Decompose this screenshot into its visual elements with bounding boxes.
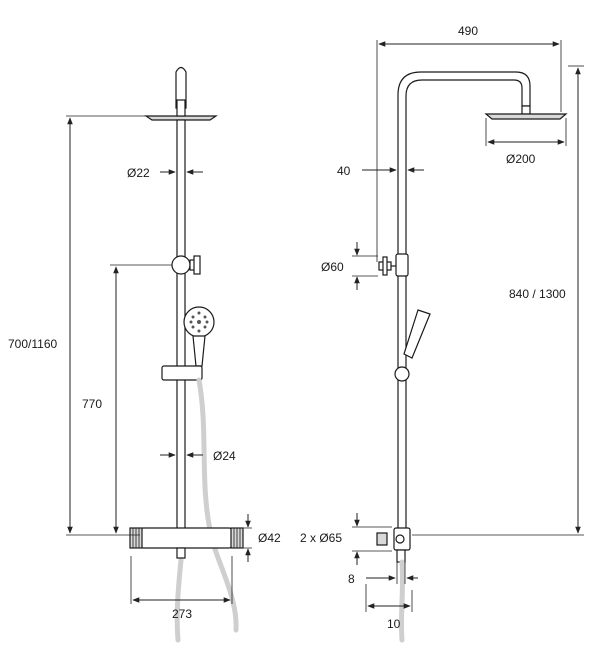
front-head-shower [144,115,218,121]
front-d24-label: Ø24 [213,449,236,463]
front-diverter [171,255,191,275]
side-8-label: 8 [348,572,355,586]
front-diverter-handle [193,255,201,275]
front-mixer-outlet [176,547,186,559]
front-hand-shower-handle [192,335,206,367]
front-d22-label: Ø22 [127,166,150,180]
side-hand-shower [403,309,431,359]
front-hand-shower-nozzles [189,311,209,333]
side-head-shower [484,113,568,120]
front-slide-bracket [161,365,203,381]
side-490-label: 490 [458,24,478,38]
front-riser-top [175,66,187,109]
side-10-label: 10 [387,617,401,631]
front-height-label: 700/1160 [8,337,57,351]
side-mixer-knob [395,534,405,544]
side-view: 490 Ø200 40 Ø60 840 / 1300 2 x Ø65 8 [300,24,584,643]
front-head-connector [176,99,186,117]
front-hose [196,377,239,633]
side-d65-label: 2 x Ø65 [300,531,342,545]
side-head-connector [521,105,531,115]
side-height-label: 840 / 1300 [509,287,566,301]
side-hose [398,559,406,643]
front-273-label: 273 [172,607,192,621]
front-mixer-handle-ribs [132,528,241,548]
side-slide-bracket [394,366,410,382]
side-d60-label: Ø60 [321,260,344,274]
front-770-label: 770 [82,397,102,411]
front-d42-label: Ø42 [258,531,281,545]
side-mixer-handle [376,532,388,546]
side-diverter-handle [382,256,388,276]
front-thermostatic-mixer [139,527,233,549]
side-diverter-body [395,253,409,277]
side-riser-pipe [397,257,407,531]
front-view: 700/1160 770 Ø22 Ø24 Ø42 273 [8,66,281,643]
side-d200-label: Ø200 [506,152,536,166]
side-40-label: 40 [337,164,351,178]
